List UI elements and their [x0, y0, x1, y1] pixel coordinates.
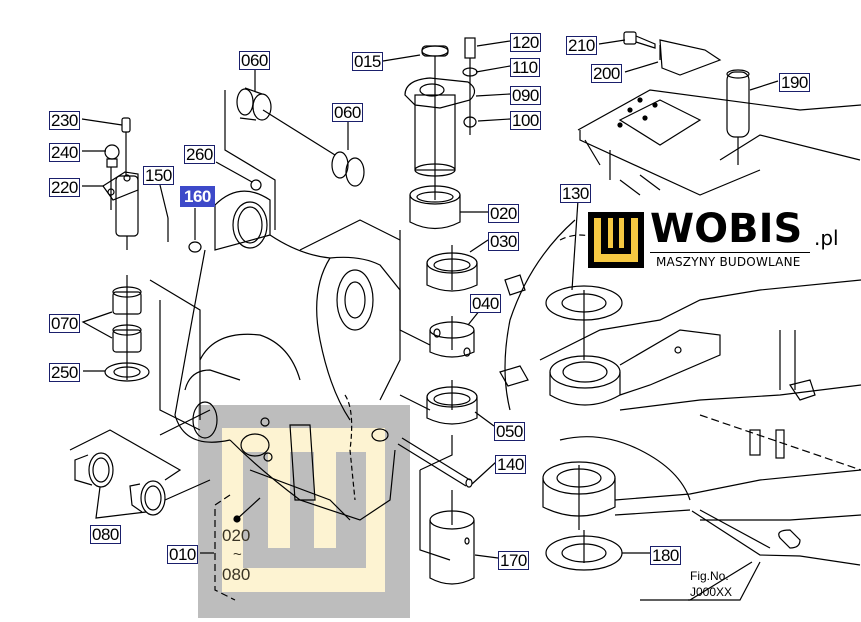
assembly-range-tilde: ~: [233, 546, 242, 563]
part-callout-060-lower[interactable]: 060: [332, 103, 363, 122]
bushing-070-parts: [104, 275, 150, 382]
part-callout-060-upper[interactable]: 060: [239, 51, 270, 70]
part-callout-100[interactable]: 100: [510, 111, 541, 130]
swing-bracket-body: [174, 190, 401, 521]
part-callout-230[interactable]: 230: [49, 111, 80, 130]
wobis-domain-suffix: .pl: [814, 226, 839, 250]
part-callout-250[interactable]: 250: [49, 363, 80, 382]
wobis-logo-icon: [588, 212, 644, 268]
part-callout-190[interactable]: 190: [779, 73, 810, 92]
part-callout-015[interactable]: 015: [352, 52, 383, 71]
part-callout-110[interactable]: 110: [510, 58, 540, 77]
bushing-060-parts: [224, 87, 365, 230]
wobis-underline: [650, 252, 810, 253]
part-callout-130[interactable]: 130: [560, 184, 591, 203]
part-callout-040[interactable]: 040: [470, 294, 501, 313]
bushing-080-parts: [69, 409, 211, 516]
part-callout-210[interactable]: 210: [566, 36, 597, 55]
assembly-range-from: 020: [222, 526, 251, 545]
part-callout-140[interactable]: 140: [495, 455, 526, 474]
wobis-brand-text: WOBIS: [650, 206, 803, 252]
wobis-tagline: MASZYNY BUDOWLANE: [656, 255, 801, 269]
part-callout-050[interactable]: 050: [494, 422, 525, 441]
part-callout-160-highlighted[interactable]: 160: [180, 186, 215, 207]
figure-label: Fig.No.: [690, 569, 729, 583]
assembly-range-to: 080: [222, 565, 251, 584]
kingpin-stack: [399, 37, 478, 471]
part-callout-180[interactable]: 180: [650, 546, 681, 565]
part-callout-070[interactable]: 070: [49, 314, 80, 333]
part-callout-200[interactable]: 200: [591, 64, 622, 83]
assembly-bracket-010: [214, 494, 236, 601]
figure-number: J000XX: [690, 585, 733, 599]
sleeve-170: [419, 470, 475, 585]
part-callout-030[interactable]: 030: [488, 232, 519, 251]
part-callout-010[interactable]: 010: [167, 545, 198, 564]
part-callout-080[interactable]: 080: [90, 525, 121, 544]
part-callout-260[interactable]: 260: [184, 145, 215, 164]
wobis-logo: WOBIS .pl MASZYNY BUDOWLANE: [588, 208, 839, 274]
machine-frame: [499, 31, 861, 601]
part-callout-220[interactable]: 220: [49, 178, 80, 197]
pin-140: [397, 437, 473, 488]
part-callout-020[interactable]: 020: [488, 204, 519, 223]
part-callout-120[interactable]: 120: [510, 33, 541, 52]
part-callout-240[interactable]: 240: [49, 143, 80, 162]
part-callout-150[interactable]: 150: [143, 166, 174, 185]
part-callout-170[interactable]: 170: [498, 551, 529, 570]
part-callout-090[interactable]: 090: [510, 86, 541, 105]
